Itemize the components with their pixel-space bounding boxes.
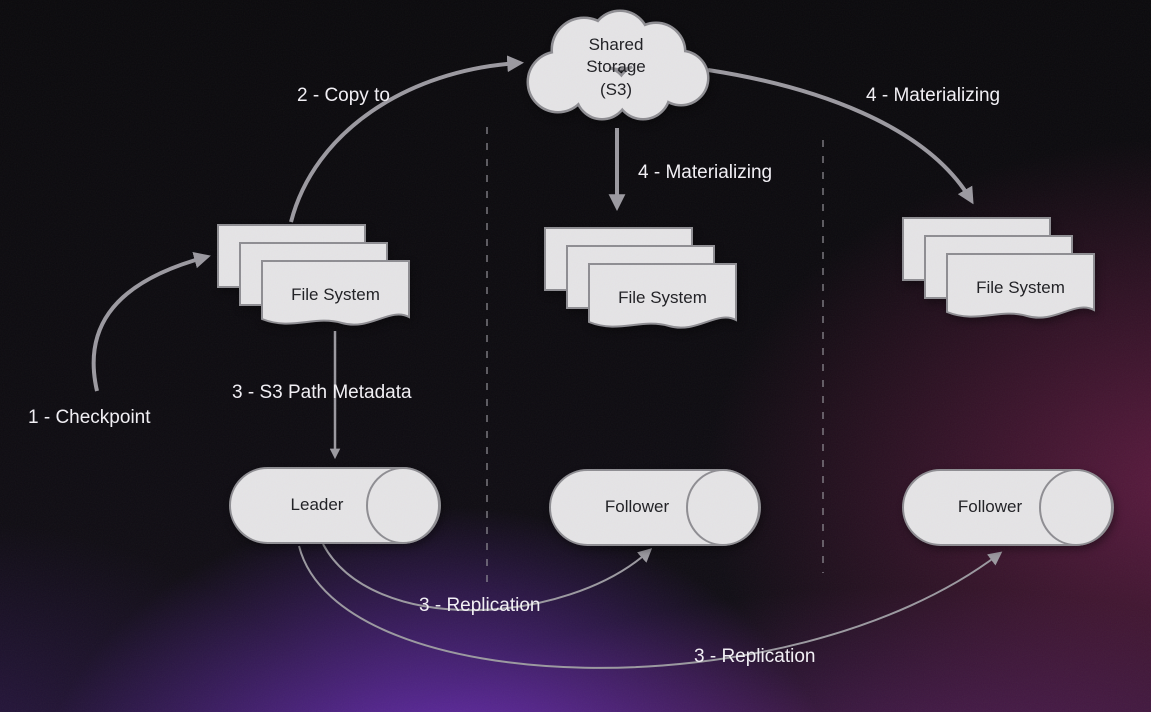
file-system-stack-right (902, 217, 1095, 319)
arrow-checkpoint (91, 251, 211, 392)
file-system-stack-left (217, 224, 410, 326)
shared-storage-label: Shared Storage (S3) (586, 35, 646, 99)
follower-label-right: Follower (957, 497, 1023, 516)
file-system-stack-center (544, 227, 737, 329)
edge-label-materializing-right: 4 - Materializing (866, 85, 1001, 106)
follower-label-center: Follower (604, 497, 670, 516)
edge-label-replication-center: 3 - Replication (419, 595, 541, 616)
edge-label-materializing-center: 4 - Materializing (638, 162, 773, 183)
leader-label: Leader (290, 495, 344, 514)
edge-label-checkpoint: 1 - Checkpoint (28, 407, 151, 428)
file-system-label-left: File System (291, 285, 380, 304)
file-system-label-center: File System (618, 288, 707, 307)
edge-label-copy-to: 2 - Copy to (297, 85, 390, 106)
edge-label-s3-path-metadata: 3 - S3 Path Metadata (232, 382, 412, 403)
edge-label-replication-right: 3 - Replication (694, 646, 816, 667)
file-system-label-right: File System (976, 278, 1065, 297)
arrow-replication-right (298, 545, 1003, 669)
